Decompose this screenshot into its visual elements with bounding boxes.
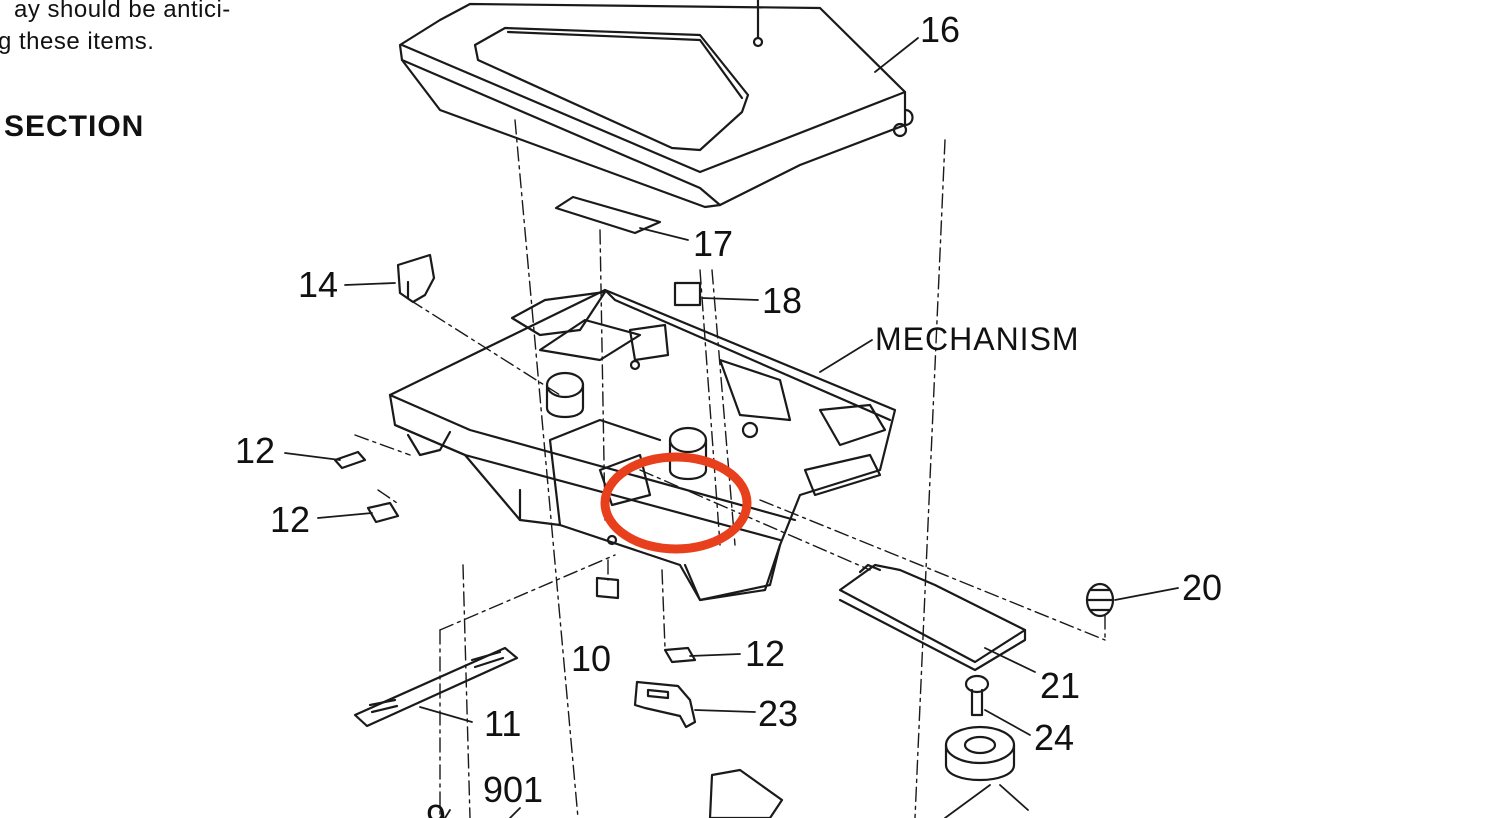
callout-21: 21 [1040, 665, 1081, 706]
alignment-lines [354, 119, 1106, 818]
part-18-label [673, 281, 702, 307]
part-16-top-cover [398, 0, 914, 209]
callout-11: 11 [484, 703, 522, 744]
mechanism-chassis [388, 288, 897, 602]
callout-12-middle: 12 [270, 499, 311, 540]
bottom-part [708, 768, 784, 818]
callout-23: 23 [758, 693, 799, 734]
section-heading: SECTION [4, 110, 145, 143]
callout-24: 24 [1034, 717, 1075, 758]
callout-901: 901 [483, 769, 544, 810]
callout-20: 20 [1182, 567, 1223, 608]
part-14-bracket [396, 253, 436, 304]
callout-14: 14 [298, 264, 339, 305]
intro-text-line-1: ay should be antici- [14, 0, 231, 23]
part-20-knob [1085, 582, 1115, 618]
highlight-circle [600, 452, 752, 554]
callout-12-lower: 12 [745, 633, 786, 674]
callout-18: 18 [762, 280, 803, 321]
part-23-bracket [633, 680, 697, 729]
callout-17: 17 [693, 223, 734, 264]
intro-text-line-2: g these items. [0, 28, 155, 55]
part-10-pad [595, 576, 620, 600]
part-24-screw [964, 674, 990, 717]
part-11-flex-strip [353, 646, 519, 728]
part-17-label [554, 195, 662, 235]
callout-16: 16 [920, 9, 961, 50]
gear-wheel [944, 725, 1016, 781]
leader-lines [284, 37, 1179, 818]
callout-mechanism: MECHANISM [875, 321, 1080, 357]
callout-12-upper: 12 [235, 430, 276, 471]
callout-9: 9 [426, 797, 447, 818]
part-12-clips [333, 450, 697, 664]
callout-10: 10 [571, 638, 612, 679]
